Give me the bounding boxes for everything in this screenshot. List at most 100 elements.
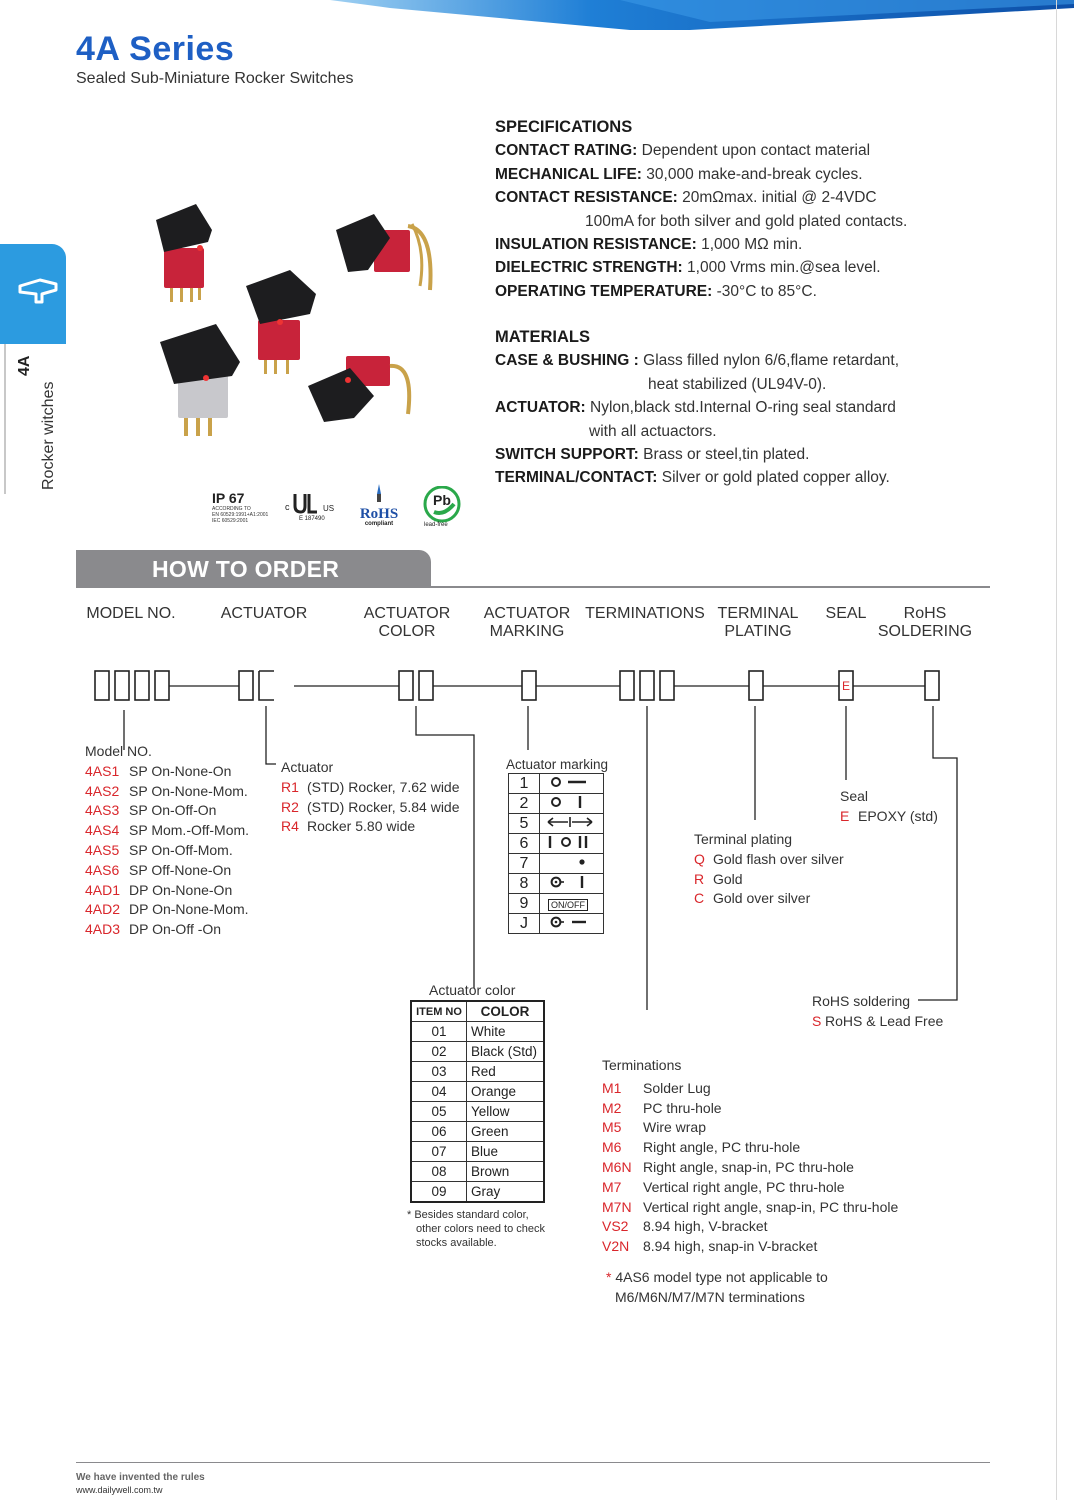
color-heading: Actuator color: [429, 982, 516, 998]
rohs-logo: RoHS compliant: [354, 484, 404, 528]
ip67-line-3: IEC 60529:2001: [212, 518, 249, 524]
materials-heading: MATERIALS: [495, 328, 591, 346]
arrows-icon: [547, 817, 593, 827]
material-label: CASE & BUSHING :: [495, 352, 639, 370]
seal-box-e: E: [842, 679, 851, 693]
footer-url: www.dailywell.com.tw: [76, 1485, 163, 1495]
marking-heading: Actuator marking: [506, 757, 609, 772]
page-subtitle: Sealed Sub-Miniature Rocker Switches: [76, 70, 354, 87]
spec-row: OPERATING TEMPERATURE: -30°C to 85°C.: [495, 280, 965, 303]
how-to-order-banner: HOW TO ORDER: [76, 550, 431, 586]
top-banner: [330, 0, 1074, 30]
col-model-no: MODEL NO.: [86, 605, 176, 622]
banner-rule: [76, 586, 990, 588]
col-terminations: TERMINATIONS: [585, 605, 705, 622]
table-row: 1: [508, 773, 604, 794]
footer-tagline: We have invented the rules: [76, 1472, 205, 1483]
table-row: 8: [508, 873, 604, 894]
spec-label: INSULATION RESISTANCE:: [495, 236, 697, 254]
seal-heading: Seal: [840, 788, 869, 804]
table-row: 5: [508, 813, 604, 834]
table-row: 7: [508, 853, 604, 874]
lead-free-sub: lead-free: [424, 522, 448, 528]
spec-row: INSULATION RESISTANCE: 1,000 MΩ min.: [495, 233, 965, 256]
spec-label: DIELECTRIC STRENGTH:: [495, 259, 683, 277]
material-value: Silver or gold plated copper alloy.: [657, 469, 890, 487]
lead-free-pb: Pb: [433, 492, 451, 508]
o-bar-icon: [551, 796, 582, 808]
ul-file: E 187490: [299, 516, 325, 522]
table-row: 2: [508, 793, 604, 814]
ul-us: US: [323, 504, 335, 513]
o-dash-icon: [551, 777, 586, 787]
footer-rule: [76, 1462, 990, 1463]
page-title: 4A Series: [76, 30, 235, 68]
side-tab[interactable]: [0, 244, 66, 344]
col-seal: SEAL: [825, 605, 867, 622]
specifications-heading: SPECIFICATIONS: [495, 118, 633, 136]
rohs-sub: compliant: [364, 521, 394, 527]
spec-row: DIELECTRIC STRENGTH: 1,000 Vrms min.@sea…: [495, 256, 965, 279]
spec-label: OPERATING TEMPERATURE:: [495, 282, 713, 300]
material-value: heat stabilized (UL94V-0).: [648, 375, 827, 393]
switch-image-4: [160, 324, 240, 436]
material-label: ACTUATOR:: [495, 399, 586, 417]
switch-image-3: [246, 270, 316, 374]
color-note: * Besides standard color, other colors n…: [407, 1209, 546, 1249]
switch-image-2: [336, 214, 433, 291]
material-value: Brass or steel,tin plated.: [638, 446, 810, 464]
lead-free-logo: Pb lead-free: [420, 485, 464, 530]
rohs-soldering-heading: RoHS soldering: [812, 993, 911, 1009]
rocker-switch-icon: [18, 278, 58, 304]
rohs-hand-icon: [377, 484, 381, 502]
terminations-note: * 4AS6 model type not applicable to: [606, 1268, 828, 1285]
odot-dash-icon: [550, 916, 586, 928]
material-row: TERMINAL/CONTACT: Silver or gold plated …: [495, 466, 965, 489]
material-label: SWITCH SUPPORT:: [495, 446, 639, 464]
spec-value: 30,000 make-and-break cycles.: [641, 165, 863, 183]
spec-label: MECHANICAL LIFE:: [495, 165, 642, 183]
ip67-title: IP 67: [212, 490, 245, 506]
switch-image-1: [156, 204, 212, 302]
specifications-block: SPECIFICATIONS CONTACT RATING: Dependent…: [495, 116, 965, 303]
material-row: CASE & BUSHING : Glass filled nylon 6/6,…: [495, 349, 965, 372]
side-tab-code: 4A: [16, 355, 33, 376]
side-tab-label: Rocker witches: [40, 381, 57, 490]
terminations-note-2: M6/M6N/M7/M7N terminations: [615, 1288, 805, 1305]
list-item: R1(STD) Rocker, 7.62 wide: [281, 778, 460, 795]
right-edge-line: [1056, 0, 1057, 1500]
material-row: SWITCH SUPPORT: Brass or steel,tin plate…: [495, 443, 965, 466]
